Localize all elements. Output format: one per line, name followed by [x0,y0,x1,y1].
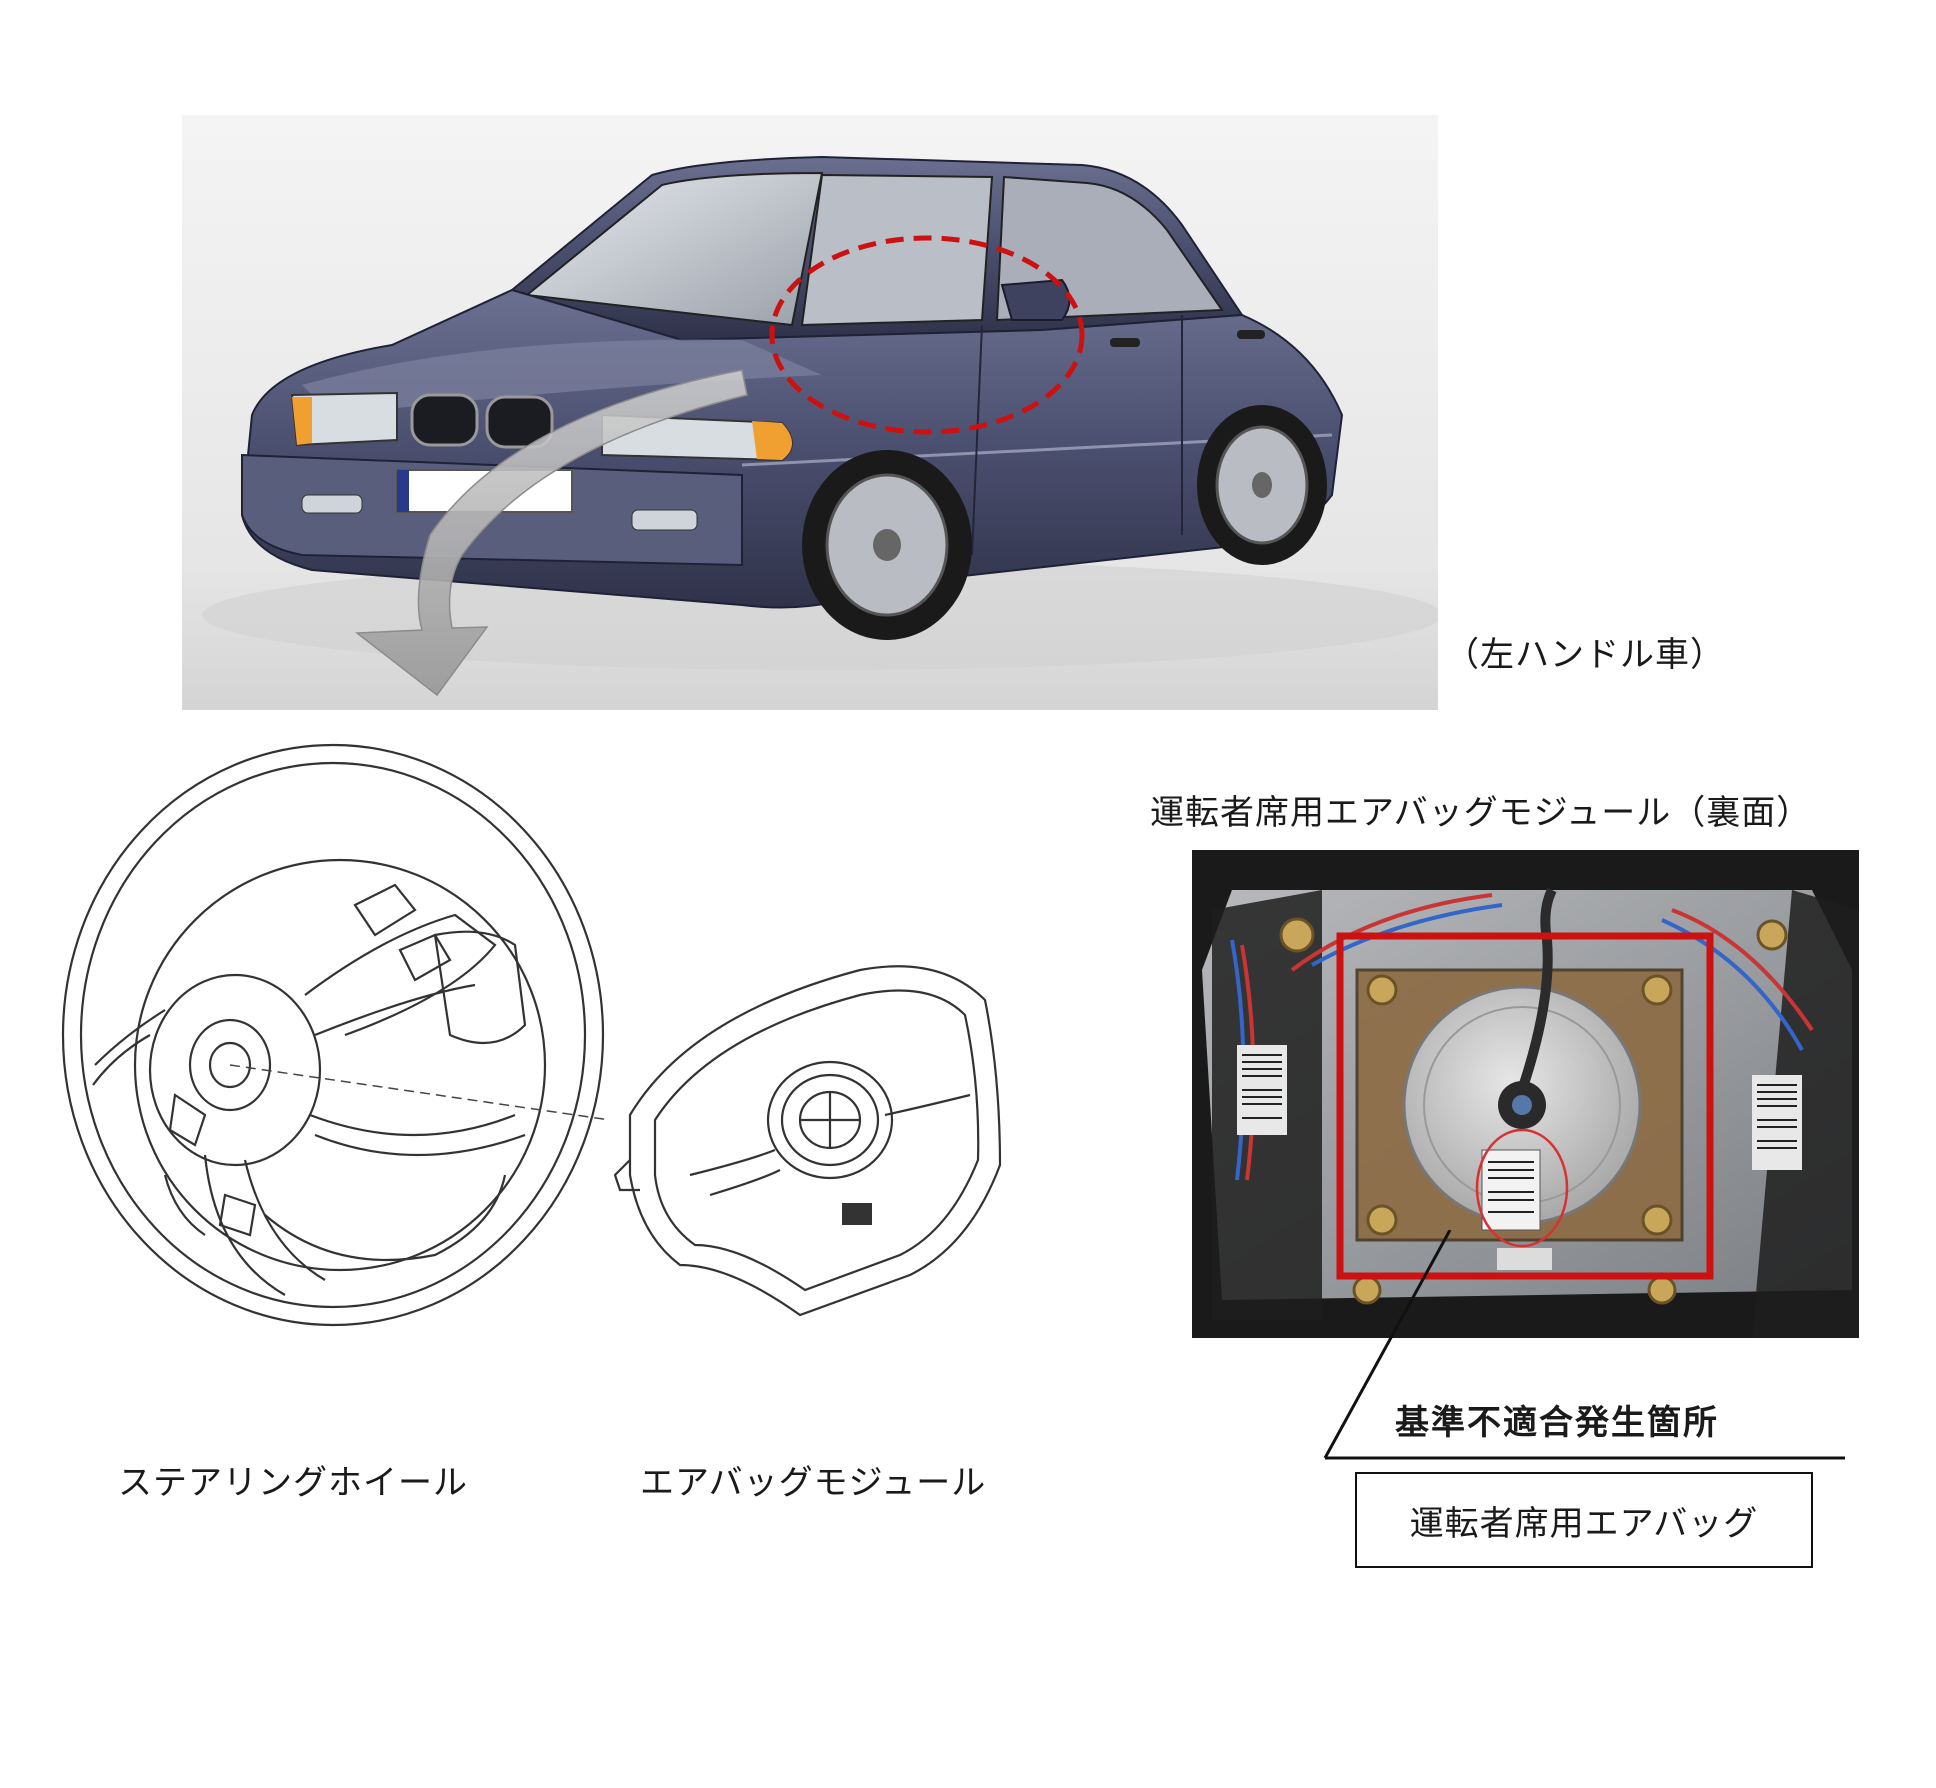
steering-area-highlight [769,235,1085,435]
airbag-module-label: エアバッグモジュール [640,1463,987,1503]
module-back-title: 運転者席用エアバッグモジュール（裏面） [1150,793,1812,833]
front-wheel [802,450,972,640]
label-highlight-ellipse [1475,1128,1569,1248]
callout-arrow [354,369,748,697]
steering-wheel-drawing [55,735,610,1355]
defect-location-label: 基準不適合発生箇所 [1395,1403,1719,1443]
left-barcode-label [1237,1045,1287,1135]
inflator-highlight-square [1336,932,1714,1280]
steering-wheel-label: ステアリングホイール [118,1463,468,1503]
part-name-label: 運転者席用エアバッグ [1409,1503,1759,1544]
part-name-box: 運転者席用エアバッグ [1355,1472,1813,1568]
right-barcode-label [1752,1075,1802,1170]
airbag-module-drawing [610,945,1030,1345]
rear-wheel [1197,405,1327,565]
module-back-photo [1192,850,1859,1338]
defect-leader-line [1310,1230,1850,1470]
car-body [240,155,1344,640]
lhd-caption: （左ハンドル車） [1445,635,1725,675]
car-photo [182,115,1438,710]
